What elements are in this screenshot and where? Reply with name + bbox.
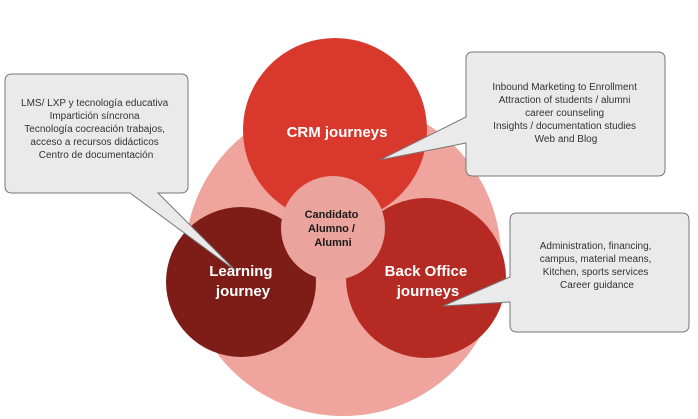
top-right-callout-text: Inbound Marketing to Enrollment Attracti… (492, 82, 639, 145)
learning-journey-label: Learning journey (209, 263, 277, 300)
top-right-callout-bubble (379, 51, 666, 177)
center-circle (281, 176, 385, 280)
back-office-journeys-circle (346, 198, 506, 358)
bottom-right-callout-text: Administration, financing, campus, mater… (540, 241, 655, 291)
center-label: Candidato Alumno / Alumni (305, 209, 362, 249)
left-callout-bubble (4, 73, 237, 272)
crm-journeys-label: CRM journeys (287, 124, 388, 141)
bottom-right-callout-bubble (442, 212, 690, 333)
back-office-journeys-label: Back Office journeys (385, 263, 472, 300)
left-callout-text: LMS/ LXP y tecnología educativa Impartic… (21, 98, 171, 161)
crm-journeys-circle (243, 38, 427, 222)
